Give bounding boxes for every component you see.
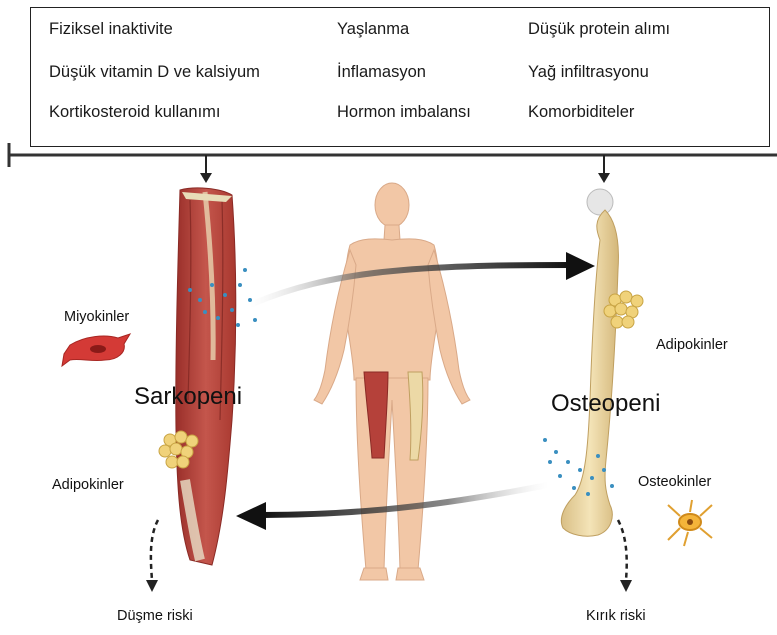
myokines-label: Miyokinler <box>64 309 129 325</box>
muscle-cell-icon <box>62 334 130 366</box>
sarcopenia-label: Sarkopeni <box>134 383 242 411</box>
human-figure <box>314 183 470 580</box>
fracture-risk-label: Kırık riski <box>586 608 646 624</box>
bone-illustration <box>561 189 618 536</box>
fall-risk-label: Düşme riski <box>117 608 193 624</box>
adipokines-right-label: Adipokinler <box>656 337 728 353</box>
fall-risk-arrow <box>146 520 158 592</box>
osteokines-label: Osteokinler <box>638 474 711 490</box>
muscle-illustration <box>176 188 236 565</box>
osteocyte-icon <box>668 500 712 546</box>
fracture-risk-arrow <box>618 520 632 592</box>
arrow-bone-to-muscle <box>236 485 548 530</box>
down-arrow-right <box>598 155 610 183</box>
adipokines-left-label: Adipokinler <box>52 477 124 493</box>
osteopenia-label: Osteopeni <box>551 390 660 418</box>
down-arrow-left <box>200 155 212 183</box>
timeline-bar <box>8 143 777 167</box>
